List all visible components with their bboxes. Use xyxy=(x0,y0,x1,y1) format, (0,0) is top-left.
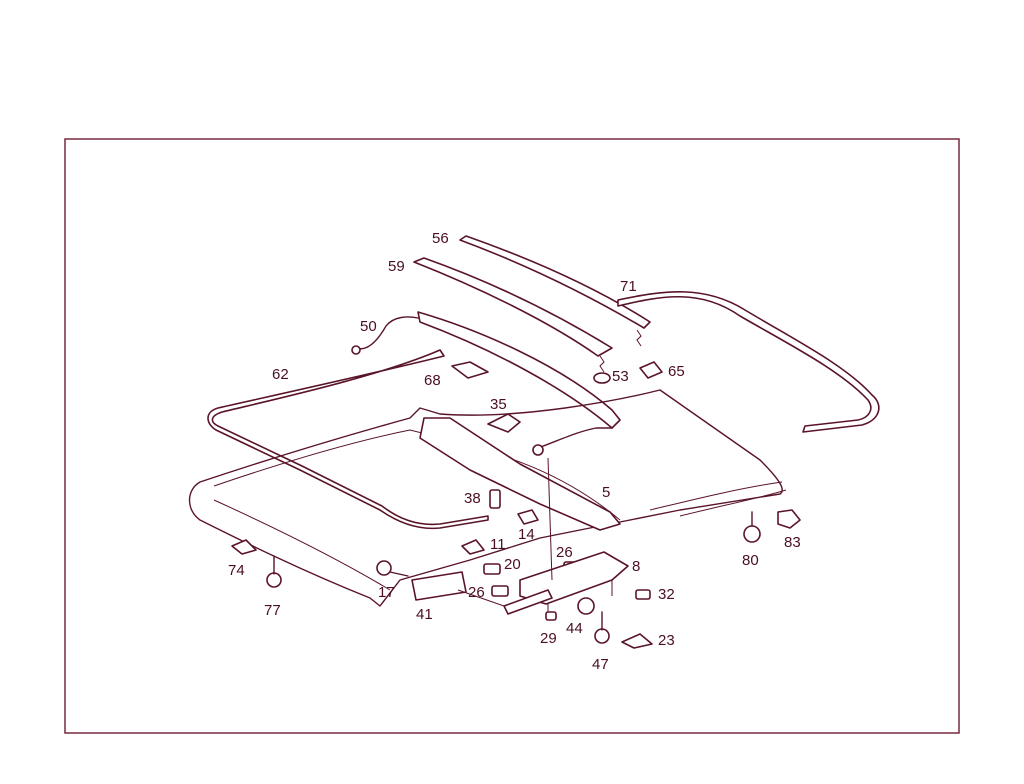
part-47-screw-head xyxy=(594,628,610,644)
callout-53: 53 xyxy=(612,368,629,385)
part-5-roof-frame xyxy=(188,389,783,607)
callout-14: 14 xyxy=(518,526,535,543)
part-17-screw-head xyxy=(376,560,392,576)
part-26-slider-lower xyxy=(491,585,509,597)
leader-lines xyxy=(457,457,613,612)
part-83-nut xyxy=(777,509,801,529)
part-35-bracket xyxy=(487,413,521,433)
part-71-outer-seal xyxy=(617,291,880,433)
part-23-clip xyxy=(621,633,653,649)
part-14-clip xyxy=(517,509,539,525)
callout-17: 17 xyxy=(378,584,395,601)
part-44-knob xyxy=(577,597,595,615)
callout-20: 20 xyxy=(504,556,521,573)
part-32-pad xyxy=(635,589,651,600)
part-41-plate xyxy=(411,571,467,601)
part-62-frame-seal xyxy=(207,349,489,530)
part-11-clip xyxy=(461,539,485,555)
callout-47: 47 xyxy=(592,656,609,673)
callout-62: 62 xyxy=(272,366,289,383)
callout-77: 77 xyxy=(264,602,281,619)
callout-56: 56 xyxy=(432,230,449,247)
part-80-screw-head xyxy=(743,525,761,543)
callout-5: 5 xyxy=(602,484,610,501)
callout-26-lower: 26 xyxy=(468,584,485,601)
callout-26-upper: 26 xyxy=(556,544,573,561)
part-20-slider xyxy=(483,563,501,575)
callout-38: 38 xyxy=(464,490,481,507)
callout-29: 29 xyxy=(540,630,557,647)
callout-8: 8 xyxy=(632,558,640,575)
callout-65: 65 xyxy=(668,363,685,380)
part-29-nut xyxy=(545,611,557,621)
part-5-rear-rail xyxy=(649,481,787,517)
callout-35: 35 xyxy=(490,396,507,413)
part-17-screw-shank xyxy=(389,571,409,577)
part-77-screw-head xyxy=(266,572,282,588)
part-38-spring xyxy=(489,489,501,509)
part-5-inner-edge xyxy=(213,429,621,591)
part-59-seal-strip xyxy=(413,257,613,357)
part-65-clip xyxy=(639,361,663,379)
part-8-slide-rail xyxy=(503,589,553,615)
part-59-clips xyxy=(599,329,642,373)
part-50-link-arm-left xyxy=(355,316,419,350)
diagram-frame xyxy=(64,138,960,734)
part-53-bumper xyxy=(593,372,611,384)
callout-80: 80 xyxy=(742,552,759,569)
callout-50: 50 xyxy=(360,318,377,335)
callout-71: 71 xyxy=(620,278,637,295)
callout-83: 83 xyxy=(784,534,801,551)
part-56-deflector-strip xyxy=(459,235,651,329)
callout-23: 23 xyxy=(658,632,675,649)
callout-41: 41 xyxy=(416,606,433,623)
callout-32: 32 xyxy=(658,586,675,603)
callout-11: 11 xyxy=(490,536,506,553)
part-5-center-beam xyxy=(419,417,621,531)
callout-68: 68 xyxy=(424,372,441,389)
part-74-clip xyxy=(231,539,257,555)
part-50-pivot-left xyxy=(351,345,361,355)
part-50-pivot-right xyxy=(532,444,544,456)
part-68-pad xyxy=(451,361,489,379)
callout-59: 59 xyxy=(388,258,405,275)
part-50-link-arm-right xyxy=(537,427,613,449)
part-50-deflector-frame xyxy=(417,311,621,429)
callout-74: 74 xyxy=(228,562,245,579)
callout-44: 44 xyxy=(566,620,583,637)
